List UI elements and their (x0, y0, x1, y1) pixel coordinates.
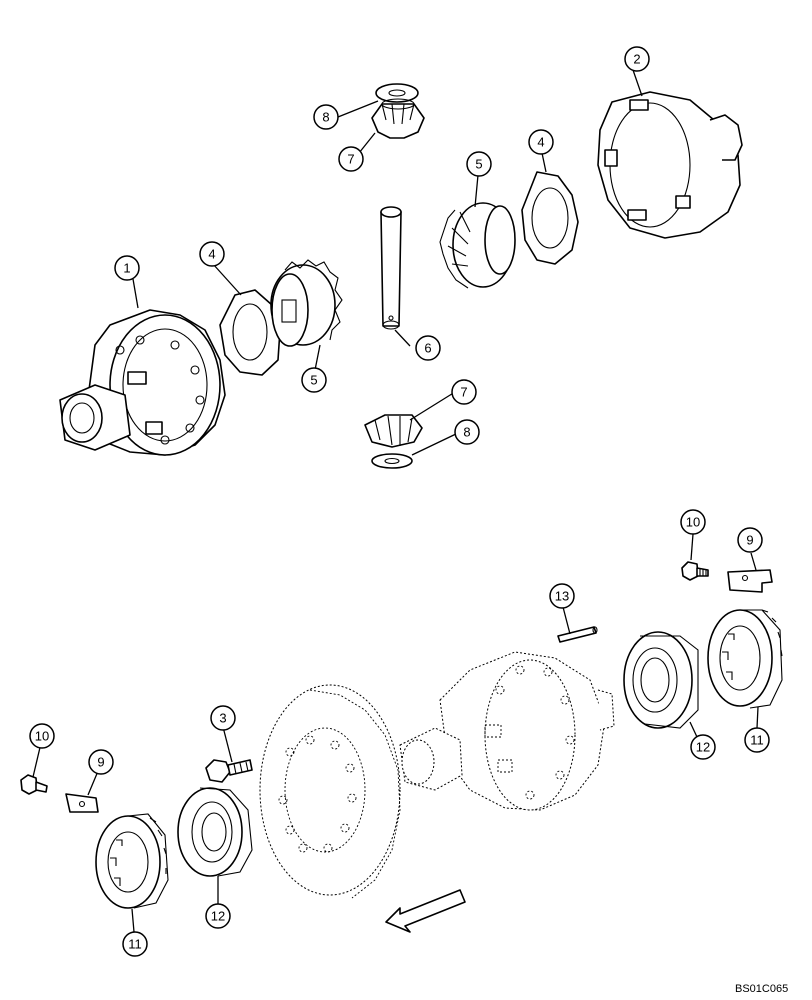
callout-label: 11 (128, 937, 142, 952)
callout-11-left: 11 (122, 931, 148, 957)
callout-label: 12 (211, 909, 225, 924)
callout-label: 9 (97, 755, 104, 770)
differential-case-cover (597, 91, 743, 239)
callout-label: 5 (475, 157, 482, 172)
lock-plate-left (65, 793, 99, 813)
thrust-washer-right (521, 171, 579, 265)
bearing-right (623, 631, 699, 729)
ring-gear-bolt (205, 759, 253, 783)
callout-label: 9 (746, 533, 753, 548)
callout-11-right: 11 (744, 727, 770, 753)
callout-label: 7 (347, 152, 354, 167)
callout-8-bottom: 8 (454, 419, 480, 445)
pinion-gear-top (371, 98, 425, 139)
callout-label: 8 (463, 425, 470, 440)
callout-label: 12 (696, 740, 710, 755)
callout-label: 10 (686, 515, 700, 530)
roll-pin (557, 626, 598, 643)
callout-1: 1 (114, 255, 140, 281)
callout-2: 2 (624, 46, 650, 72)
callout-label: 3 (219, 711, 226, 726)
adjusting-nut-left (95, 813, 169, 909)
pinion-gear-bottom (364, 414, 423, 448)
callout-label: 2 (633, 52, 640, 67)
callout-9-left: 9 (88, 749, 114, 775)
callout-10-right: 10 (680, 509, 706, 535)
differential-case-assembly-outline (399, 651, 615, 811)
callout-5-left: 5 (301, 367, 327, 393)
callout-6: 6 (415, 335, 441, 361)
callout-label: 1 (123, 261, 130, 276)
callout-label: 8 (322, 110, 329, 125)
thrust-washer-left (219, 289, 281, 376)
callout-label: 7 (460, 385, 467, 400)
bearing-left (177, 787, 253, 877)
callout-3: 3 (210, 705, 236, 731)
callout-label: 13 (555, 589, 569, 604)
adjusting-nut-right (707, 609, 783, 709)
callout-label: 5 (310, 373, 317, 388)
lock-bolt-right (681, 561, 709, 581)
pinion-shaft (380, 206, 402, 330)
pinion-washer-bottom (371, 453, 413, 469)
callout-label: 11 (750, 733, 764, 748)
callout-7-top: 7 (338, 146, 364, 172)
differential-case-half (59, 309, 226, 456)
leader-lines (32, 69, 759, 933)
side-gear-right (439, 202, 516, 289)
ring-gear-outline (259, 684, 401, 899)
callout-10-left: 10 (29, 723, 55, 749)
callout-9-right: 9 (737, 527, 763, 553)
callout-12-right: 12 (690, 734, 716, 760)
callout-8-top: 8 (313, 104, 339, 130)
side-gear-left (270, 259, 343, 347)
direction-arrow-icon (385, 889, 466, 933)
callout-7-bottom: 7 (451, 379, 477, 405)
callout-label: 6 (424, 341, 431, 356)
callout-4-left: 4 (199, 241, 225, 267)
pinion-washer-top (375, 83, 419, 103)
callout-5-right: 5 (466, 151, 492, 177)
callout-4-right: 4 (528, 129, 554, 155)
lock-plate-right (727, 569, 773, 593)
callout-label: 4 (208, 247, 215, 262)
lock-bolt-left (20, 774, 48, 795)
callout-12-left: 12 (205, 903, 231, 929)
callout-13: 13 (549, 583, 575, 609)
callout-label: 10 (35, 729, 49, 744)
drawing-code: BS01C065 (735, 983, 788, 995)
callout-label: 4 (537, 135, 544, 150)
